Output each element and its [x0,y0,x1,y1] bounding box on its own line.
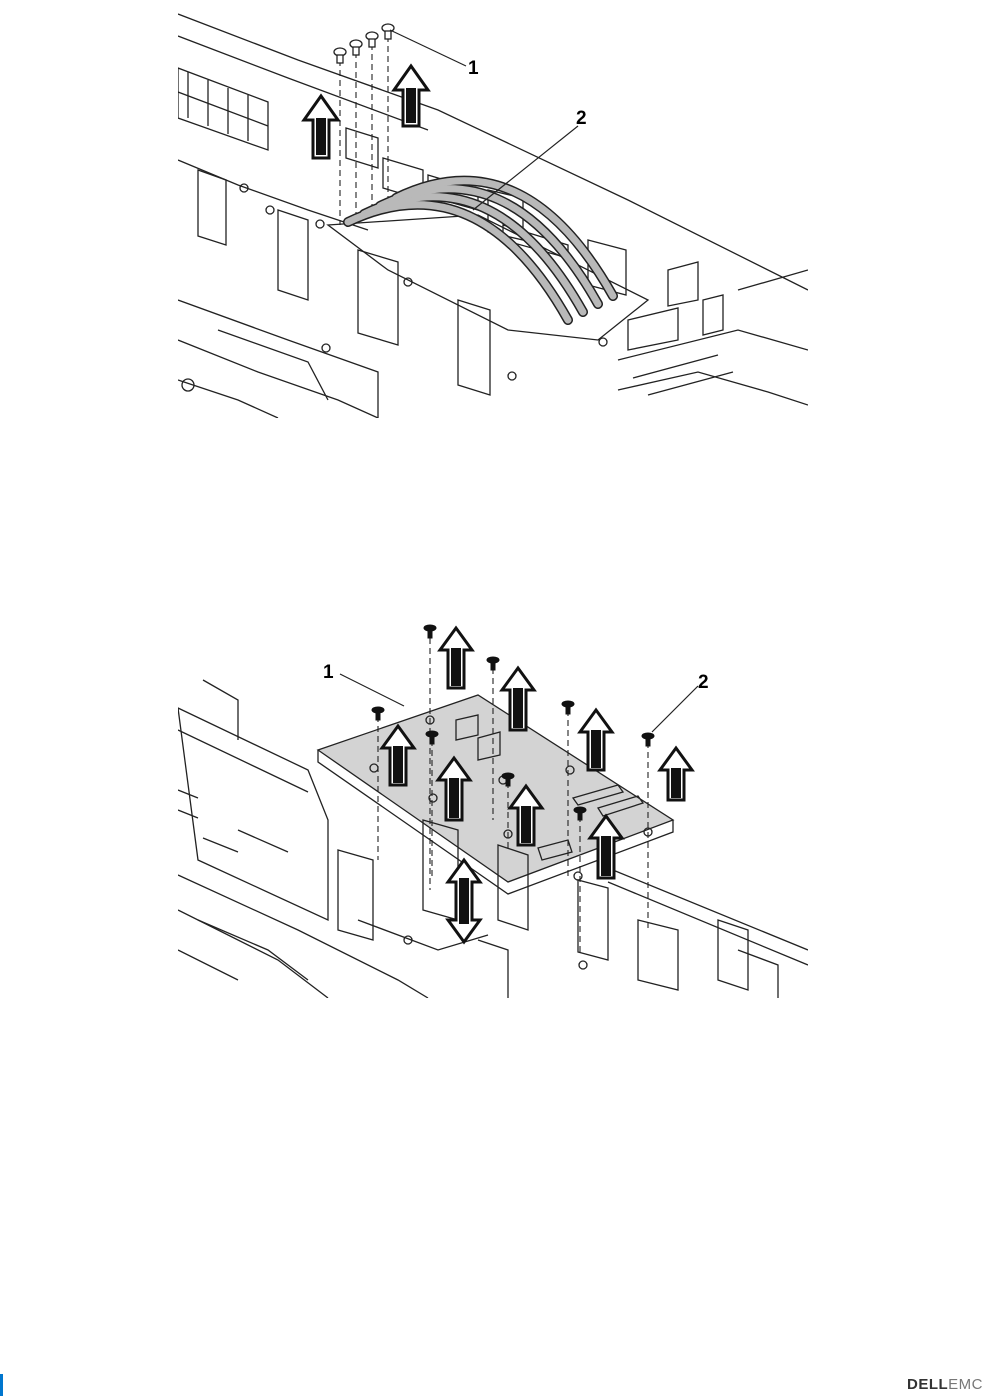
logo-brand-bold: DELL [907,1376,948,1393]
figure-1-callout-2: 2 [576,108,587,129]
figure-2-illustration: 1 2 [178,620,808,998]
figure-1-illustration: 1 2 [178,0,808,418]
logo-brand-light: EMC [948,1376,983,1393]
figure-2-callout-1: 1 [323,662,334,683]
figure-2-board-removal: 1 2 [178,620,808,998]
dell-emc-logo: DELLEMC [907,1376,983,1393]
footer-accent-bar [0,1374,3,1396]
figure-1-cable-removal: 1 2 [178,0,808,418]
figure-1-callout-1: 1 [468,58,479,79]
figure-2-callout-2: 2 [698,672,709,693]
